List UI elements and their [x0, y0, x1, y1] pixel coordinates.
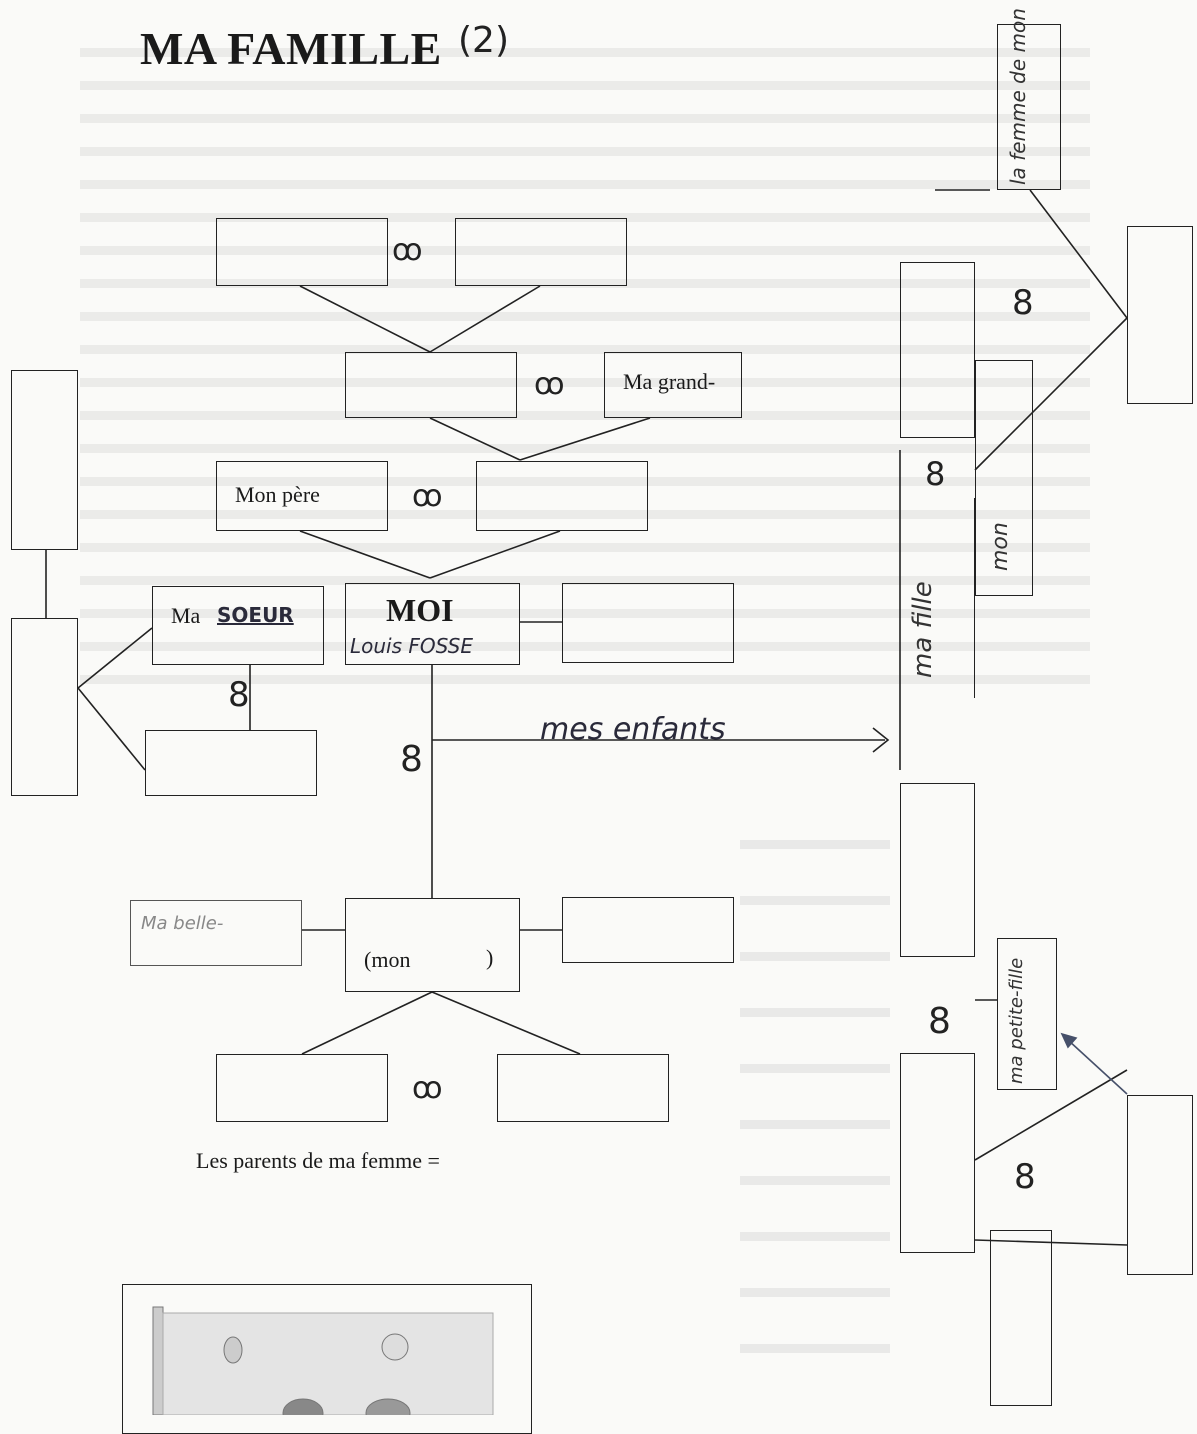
ring-icon: 8	[1012, 286, 1034, 320]
page-number-handwritten: (2)	[458, 20, 509, 61]
page-title: MA FAMILLE	[140, 22, 442, 75]
great-grandfather-box[interactable]	[216, 218, 388, 286]
brother-box[interactable]	[562, 583, 734, 663]
right-top-note: la femme de mon	[1008, 8, 1028, 185]
spouse-label: (mon	[364, 949, 410, 971]
children-arrow-label: mes enfants	[540, 712, 726, 747]
in-law-right-box[interactable]	[562, 897, 734, 963]
father-label: Mon père	[235, 484, 320, 506]
father-box[interactable]: Mon père	[216, 461, 388, 531]
family-illustration	[123, 1285, 529, 1415]
right-bottom-box[interactable]	[990, 1230, 1052, 1406]
right-mid-note-1: mon	[990, 522, 1012, 571]
wedding-rings-icon: ꝏ	[392, 236, 423, 266]
right-child-spouse-box[interactable]	[900, 1053, 975, 1253]
in-law-handwritten: Ma belle-	[141, 915, 223, 933]
me-name-handwritten: Louis FOSSE	[350, 636, 473, 656]
me-label: MOI	[386, 594, 454, 626]
grandmother-box[interactable]: Ma grand-	[604, 352, 742, 418]
right-grandchild-box[interactable]: ma petite-fille	[997, 938, 1057, 1090]
right-parents-box[interactable]	[1127, 226, 1193, 404]
sister-label: Ma	[171, 605, 200, 627]
wedding-rings-icon: ꝏ	[534, 370, 565, 400]
ring-icon: 8	[928, 1004, 951, 1040]
grandfather-box[interactable]	[345, 352, 517, 418]
sister-handwritten: SOEUR	[217, 605, 294, 625]
great-grandmother-box[interactable]	[455, 218, 627, 286]
mother-box[interactable]	[476, 461, 648, 531]
ring-icon: 8	[400, 742, 423, 778]
father-in-law-box[interactable]	[216, 1054, 388, 1122]
right-low-note: ma petite-fille	[1008, 958, 1026, 1084]
right-father-box[interactable]: mon	[975, 360, 1033, 596]
ring-icon: 8	[228, 678, 250, 712]
right-child-box[interactable]	[900, 783, 975, 957]
wife-parents-label: Les parents de ma femme =	[196, 1148, 440, 1174]
mother-in-law-box[interactable]	[497, 1054, 669, 1122]
wedding-rings-icon: ꝏ	[412, 482, 443, 512]
in-law-left-box[interactable]: Ma belle-	[130, 900, 302, 966]
ring-icon: 8	[1014, 1160, 1036, 1194]
illustration-frame	[122, 1284, 532, 1434]
left-nephew-box[interactable]	[11, 618, 78, 796]
spouse-box[interactable]: (mon )	[345, 898, 520, 992]
left-top-box[interactable]	[11, 370, 78, 550]
spouse-label-close: )	[486, 947, 493, 969]
me-box[interactable]: MOI Louis FOSSE	[345, 583, 520, 665]
wedding-rings-icon: ꝏ	[412, 1074, 443, 1104]
right-daughter-column[interactable]: ma fille	[900, 498, 975, 698]
grandmother-label: Ma grand-	[623, 371, 715, 393]
right-mid-note-2: ma fille	[910, 581, 936, 678]
right-top-box[interactable]: la femme de mon	[997, 24, 1061, 190]
brother-in-law-box[interactable]	[145, 730, 317, 796]
right-in-laws-box[interactable]	[1127, 1095, 1193, 1275]
ring-icon: 8	[925, 458, 945, 490]
sister-box[interactable]: Ma SOEUR	[152, 586, 324, 665]
right-mother-box[interactable]	[900, 262, 975, 438]
